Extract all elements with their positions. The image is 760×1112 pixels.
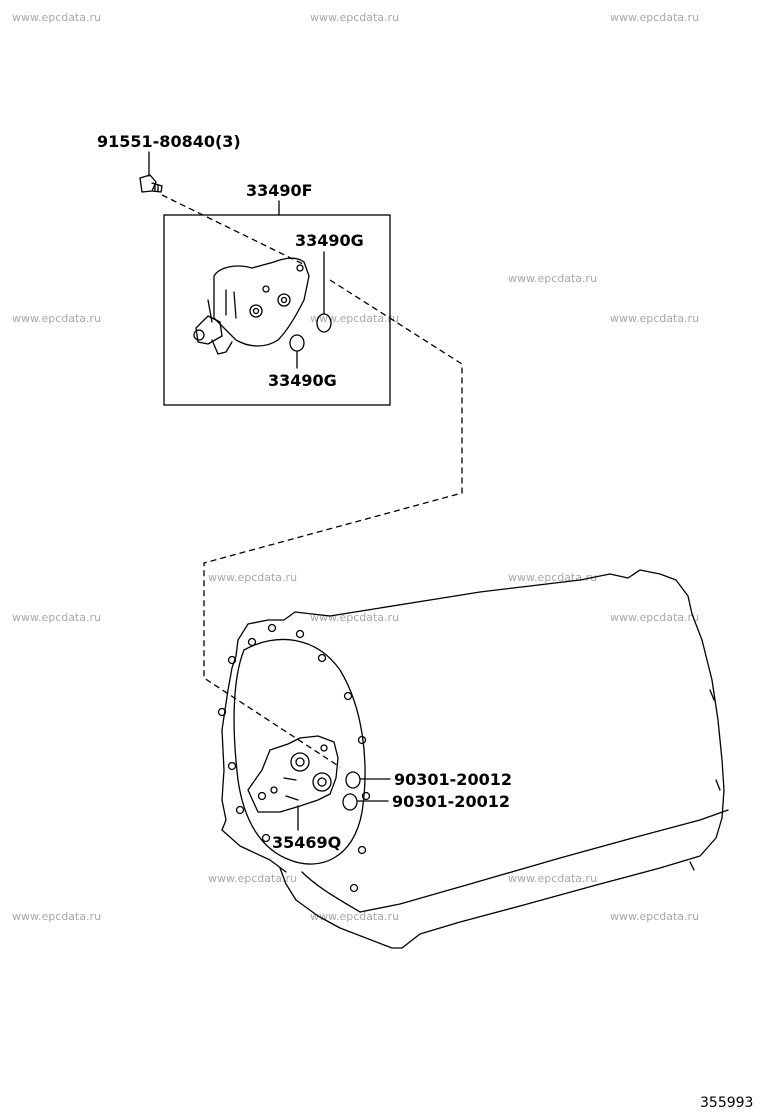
speed-sensor-icon <box>247 735 339 813</box>
oring-lower-icon <box>289 334 305 352</box>
watermark: www.epcdata.ru <box>12 11 101 24</box>
watermark: www.epcdata.ru <box>508 571 597 584</box>
dash-bolt-to-cover <box>161 194 304 265</box>
watermark: www.epcdata.ru <box>610 611 699 624</box>
oring-upper-icon <box>316 313 332 333</box>
bolt-icon <box>139 174 163 193</box>
watermark: www.epcdata.ru <box>12 312 101 325</box>
diagram-number: 355993 <box>700 1095 753 1111</box>
watermark: www.epcdata.ru <box>610 312 699 325</box>
cover-assy-icon <box>193 257 310 355</box>
cover-assy-box <box>163 214 391 406</box>
dash-cover-to-transmission <box>203 279 463 768</box>
watermark: www.epcdata.ru <box>208 571 297 584</box>
watermark: www.epcdata.ru <box>610 11 699 24</box>
watermark: www.epcdata.ru <box>12 910 101 923</box>
transmission-icon <box>217 569 729 949</box>
watermark-layer: www.epcdata.ru www.epcdata.ru www.epcdat… <box>12 11 699 923</box>
label-oring-upper[interactable]: 33490G <box>295 231 364 250</box>
watermark: www.epcdata.ru <box>12 611 101 624</box>
label-cover-assy[interactable]: 33490F <box>246 181 313 200</box>
label-oring-b[interactable]: 90301-20012 <box>392 792 510 811</box>
label-oring-lower[interactable]: 33490G <box>268 371 337 390</box>
watermark: www.epcdata.ru <box>208 872 297 885</box>
watermark: www.epcdata.ru <box>310 611 399 624</box>
oring-b-icon <box>342 793 358 811</box>
oring-a-icon <box>345 771 361 789</box>
watermark: www.epcdata.ru <box>508 272 597 285</box>
label-bolt[interactable]: 91551-80840(3) <box>97 132 241 151</box>
watermark: www.epcdata.ru <box>310 910 399 923</box>
watermark: www.epcdata.ru <box>310 11 399 24</box>
watermark: www.epcdata.ru <box>310 312 399 325</box>
watermark: www.epcdata.ru <box>508 872 597 885</box>
label-sensor[interactable]: 35469Q <box>272 833 341 852</box>
label-oring-a[interactable]: 90301-20012 <box>394 770 512 789</box>
watermark: www.epcdata.ru <box>610 910 699 923</box>
